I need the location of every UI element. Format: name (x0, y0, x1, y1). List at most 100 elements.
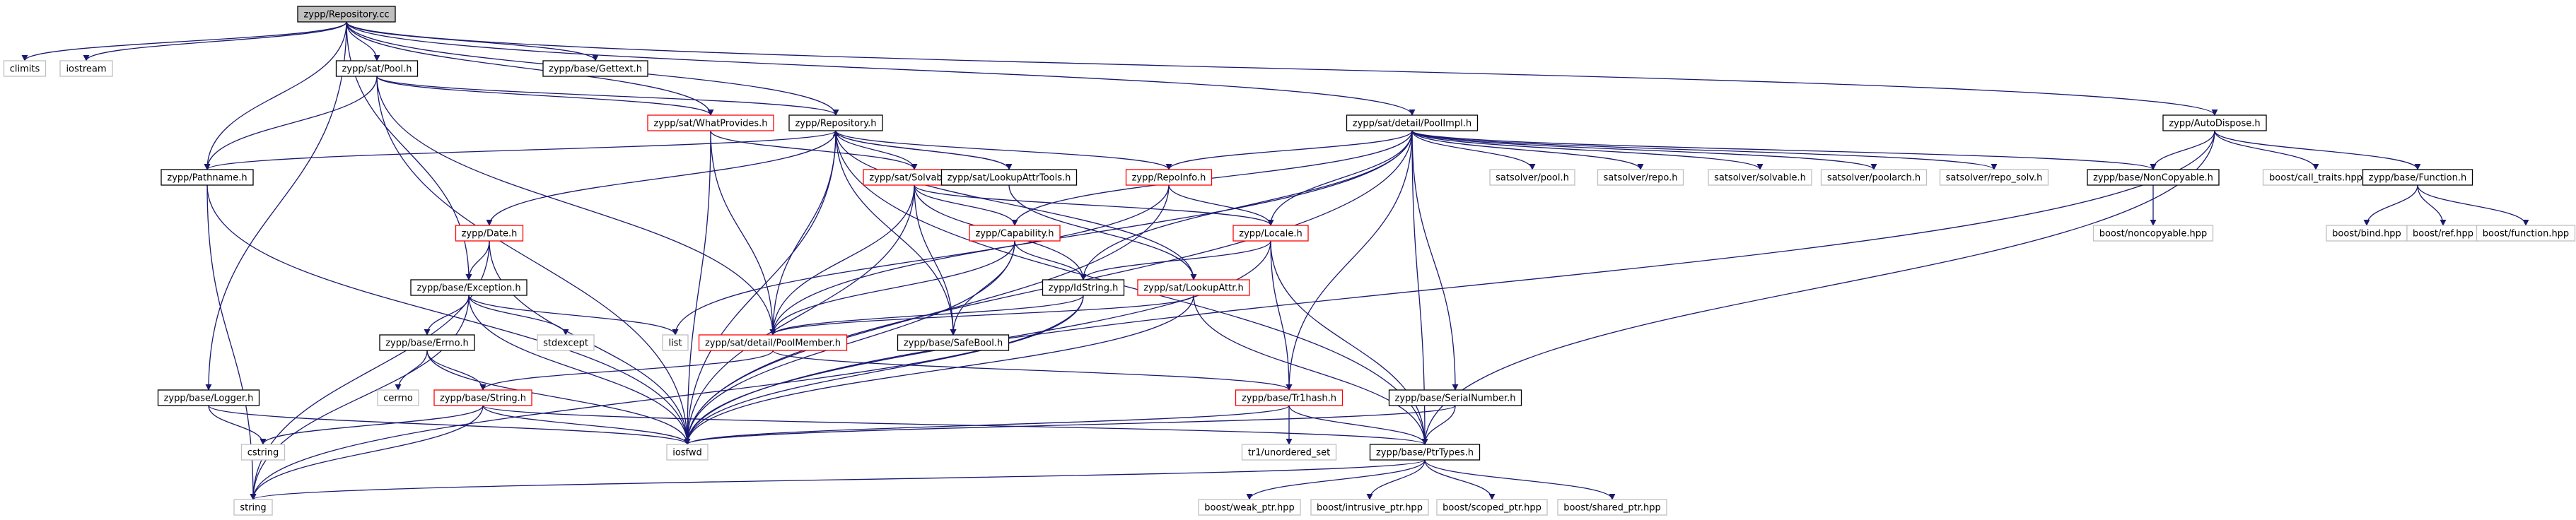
edge-pathname-to-string (206, 184, 257, 500)
node-label: zypp/sat/WhatProvides.h (653, 119, 767, 129)
node-box (240, 444, 286, 461)
edge-poolimpl-to-sat_repo (1411, 130, 1644, 170)
node-repo_cc[interactable]: zypp/Repository.cc (297, 6, 396, 23)
node-box (662, 334, 689, 351)
node-label: list (668, 338, 682, 349)
node-solvable[interactable]: zypp/sat/Solvable.h (863, 169, 966, 186)
node-whatprovides[interactable]: zypp/sat/WhatProvides.h (647, 114, 774, 131)
edge-locale-to-tr1hash (1270, 240, 1293, 391)
node-label: zypp/Repository.h (795, 119, 876, 129)
node-sat_poolarch: satsolver/poolarch.h (1820, 169, 1928, 186)
node-idstring[interactable]: zypp/IdString.h (1042, 279, 1125, 296)
node-autodispose[interactable]: zypp/AutoDispose.h (2162, 114, 2267, 131)
node-box (410, 279, 528, 296)
node-label: satsolver/poolarch.h (1827, 173, 1921, 184)
edge-locale-to-idstring (1080, 240, 1271, 280)
edge-whatprovides-to-poolmember (710, 130, 776, 336)
node-iostream: iostream (59, 60, 113, 77)
edge-repo_cc-to-climits (21, 21, 347, 61)
edge-solvable-to-poolmember (769, 184, 915, 336)
edge-repository_h-to-date (486, 130, 837, 226)
edge-poolimpl-to-poolmember (769, 130, 1413, 336)
node-box (161, 169, 254, 186)
edge-poolimpl-to-capability (1011, 130, 1413, 226)
node-label: zypp/base/Exception.h (416, 283, 520, 294)
node-poolmember[interactable]: zypp/sat/detail/PoolMember.h (698, 334, 848, 351)
node-poolimpl[interactable]: zypp/sat/detail/PoolImpl.h (1346, 114, 1479, 131)
node-box (2476, 225, 2576, 242)
node-box (3, 60, 47, 77)
edge-whatprovides-to-iosfwd (684, 130, 711, 445)
node-label: iosfwd (672, 448, 702, 459)
node-label: boost/function.hpp (2483, 229, 2569, 240)
node-b_function: boost/function.hpp (2476, 225, 2576, 242)
edge-serial-to-iosfwd (684, 405, 1456, 445)
node-string_h[interactable]: zypp/base/String.h (433, 389, 532, 406)
node-b_bind: boost/bind.hpp (2326, 225, 2408, 242)
node-b_weak: boost/weak_ptr.hpp (1198, 499, 1301, 516)
node-lookupattr[interactable]: zypp/sat/LookupAttr.h (1137, 279, 1250, 296)
node-cstring: cstring (240, 444, 286, 461)
node-label: boost/ref.hpp (2413, 229, 2473, 240)
node-box (1597, 169, 1684, 186)
edge-repo_cc-to-logger (205, 21, 347, 391)
edge-string_h-to-cstring (260, 405, 484, 445)
node-cerrno: cerrno (377, 389, 419, 406)
node-box (542, 60, 648, 77)
node-pathname[interactable]: zypp/Pathname.h (161, 169, 254, 186)
node-label: string (240, 503, 266, 514)
edge-poolimpl-to-repoinfo (1165, 130, 1413, 170)
node-serial[interactable]: zypp/base/SerialNumber.h (1388, 389, 1522, 406)
node-box (1137, 279, 1250, 296)
node-box (59, 60, 113, 77)
node-label: boost/scoped_ptr.hpp (1443, 503, 1541, 514)
node-label: zypp/sat/LookupAttrTools.h (948, 173, 1071, 184)
node-pool[interactable]: zypp/sat/Pool.h (335, 60, 419, 77)
node-label: zypp/base/SerialNumber.h (1395, 394, 1516, 404)
node-box (537, 334, 595, 351)
node-tr1hash[interactable]: zypp/base/Tr1hash.h (1235, 389, 1344, 406)
node-box (897, 334, 1010, 351)
node-label: zypp/base/String.h (440, 394, 526, 404)
node-box (1198, 499, 1301, 516)
edge-ptrtypes-to-b_scoped (1424, 459, 1496, 500)
edge-exception-to-string (250, 295, 470, 500)
edge-poolimpl-to-sat_reposolv (1411, 130, 1998, 170)
edge-poolimpl-to-sat_poolarch (1411, 130, 1877, 170)
edge-pathname-to-iosfwd (206, 184, 691, 445)
edge-autodispose-to-function (2214, 130, 2421, 170)
edge-string_h-to-string (250, 405, 484, 500)
node-box (647, 114, 774, 131)
edge-idstring-to-string (250, 295, 1084, 500)
node-noncopyable[interactable]: zypp/base/NonCopyable.h (2087, 169, 2220, 186)
node-exception[interactable]: zypp/base/Exception.h (410, 279, 528, 296)
node-lookupattrtools[interactable]: zypp/sat/LookupAttrTools.h (940, 169, 1078, 186)
node-box (969, 225, 1061, 242)
node-label: zypp/base/Errno.h (385, 338, 469, 349)
node-logger[interactable]: zypp/base/Logger.h (157, 389, 260, 406)
node-box (335, 60, 419, 77)
node-label: zypp/sat/detail/PoolImpl.h (1353, 119, 1471, 129)
node-locale[interactable]: zypp/Locale.h (1232, 225, 1309, 242)
node-label: boost/weak_ptr.hpp (1204, 503, 1294, 514)
node-gettext[interactable]: zypp/base/Gettext.h (542, 60, 648, 77)
edge-repository_h-to-ptrtypes (835, 130, 1428, 445)
edge-exception-to-stdexcept (468, 295, 569, 336)
edge-function-to-b_bind (2363, 184, 2418, 226)
node-errno[interactable]: zypp/base/Errno.h (379, 334, 475, 351)
node-sat_reposolv: satsolver/repo_solv.h (1939, 169, 2049, 186)
node-date[interactable]: zypp/Date.h (455, 225, 524, 242)
node-label: satsolver/solvable.h (1714, 173, 1806, 184)
node-function[interactable]: zypp/base/Function.h (2362, 169, 2473, 186)
node-repository_h[interactable]: zypp/Repository.h (788, 114, 883, 131)
node-repoinfo[interactable]: zypp/RepoInfo.h (1125, 169, 1213, 186)
edge-pool-to-pathname (204, 76, 378, 170)
node-capability[interactable]: zypp/Capability.h (969, 225, 1061, 242)
node-ptrtypes[interactable]: zypp/base/PtrTypes.h (1369, 444, 1481, 461)
node-safebool[interactable]: zypp/base/SafeBool.h (897, 334, 1010, 351)
edge-lookupattr-to-iosfwd (684, 295, 1194, 445)
edge-lookupattr-to-ptrtypes (1193, 295, 1428, 445)
node-box (1346, 114, 1479, 131)
